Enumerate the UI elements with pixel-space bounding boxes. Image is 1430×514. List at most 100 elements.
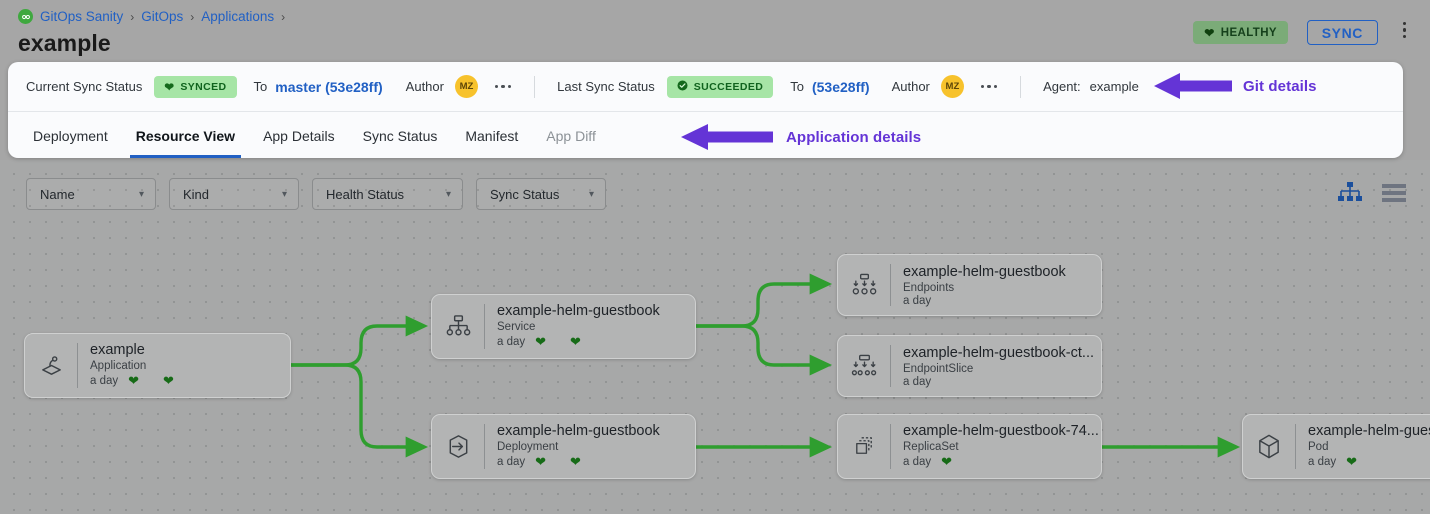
- heart-icon: ❤: [1346, 454, 1358, 469]
- divider: [890, 345, 891, 387]
- heart-icon: ❤: [164, 81, 175, 94]
- graph-node-service[interactable]: example-helm-guestbook Service a day ❤ ❤: [431, 294, 696, 359]
- tab-resource-view[interactable]: Resource View: [122, 113, 249, 158]
- agent-label: Agent:: [1043, 79, 1081, 94]
- graph-node-deployment[interactable]: example-helm-guestbook Deployment a day …: [431, 414, 696, 479]
- filter-label: Sync Status: [490, 186, 560, 202]
- current-author-label: Author: [405, 79, 444, 94]
- last-sync-status-badge-label: SUCCEEDED: [693, 80, 764, 93]
- node-age: a day: [90, 375, 119, 387]
- node-name: example-helm-guestbook: [497, 423, 660, 439]
- arrow-left-icon: [1154, 73, 1232, 99]
- sync-status-strip: Current Sync Status ❤ SYNCED To master (…: [8, 62, 1403, 112]
- chevron-down-icon: ▾: [445, 188, 451, 200]
- chevron-down-icon: ▾: [588, 188, 594, 200]
- tab-manifest[interactable]: Manifest: [451, 113, 532, 158]
- filter-name[interactable]: Name ▾: [26, 178, 156, 210]
- view-toggle-group: [1338, 182, 1406, 203]
- breadcrumb: GitOps Sanity › GitOps › Applications ›: [18, 9, 285, 24]
- filter-label: Kind: [183, 186, 210, 202]
- node-meta: a day ❤ ❤: [497, 454, 660, 470]
- divider: [484, 424, 485, 469]
- node-name: example: [90, 342, 145, 358]
- breadcrumb-item-0[interactable]: GitOps Sanity: [40, 9, 124, 24]
- service-icon: [432, 314, 484, 339]
- chevron-down-icon: ▾: [138, 188, 144, 200]
- deployment-icon: [432, 433, 484, 460]
- node-age: a day: [903, 375, 932, 388]
- node-meta: a day ❤ ❤: [90, 373, 198, 389]
- graph-node-endpoints[interactable]: example-helm-guestbook Endpoints a day: [837, 254, 1102, 316]
- breadcrumb-separator: ›: [130, 9, 135, 24]
- node-kind: ReplicaSet: [903, 441, 959, 453]
- agent-value: example: [1089, 79, 1139, 94]
- divider: [1295, 424, 1296, 469]
- endpointslice-icon: [838, 354, 890, 379]
- node-age: a day: [903, 294, 932, 307]
- graph-node-endpointslice[interactable]: example-helm-guestbook-ct... EndpointSli…: [837, 335, 1102, 397]
- node-kind: Application: [90, 360, 147, 372]
- heart-icon: ❤: [1204, 25, 1215, 40]
- sync-button[interactable]: SYNC: [1306, 20, 1378, 45]
- node-name: example-helm-guestbook-ct...: [903, 344, 1094, 361]
- graph-node-replicaset[interactable]: example-helm-guestbook-74... ReplicaSet …: [837, 414, 1102, 479]
- breadcrumb-separator: ›: [281, 9, 286, 24]
- page-title: example: [18, 30, 111, 56]
- endpoints-icon: [838, 273, 890, 298]
- more-vertical-icon[interactable]: [1402, 22, 1406, 39]
- filter-label: Health Status: [326, 186, 405, 202]
- more-horizontal-icon[interactable]: [494, 84, 512, 89]
- last-author-label: Author: [891, 79, 930, 94]
- node-age: a day: [1308, 456, 1337, 468]
- breadcrumb-item-1[interactable]: GitOps: [141, 9, 184, 24]
- tab-label: Sync Status: [362, 127, 438, 144]
- annotation-application-details: Application details: [786, 129, 922, 146]
- node-age: a day: [497, 336, 526, 348]
- pod-icon: [1243, 433, 1295, 460]
- tab-sync-status[interactable]: Sync Status: [349, 113, 452, 158]
- check-circle-icon: [677, 79, 688, 94]
- arrow-left-icon: [681, 124, 773, 150]
- current-to-label: To: [253, 79, 268, 94]
- node-meta: a day ❤: [1308, 454, 1430, 470]
- tab-label: App Diff: [546, 127, 596, 144]
- divider: [1020, 75, 1022, 98]
- last-revision-link[interactable]: (53e28ff): [811, 78, 870, 95]
- heart-icon: ❤: [570, 454, 581, 469]
- divider: [890, 424, 891, 469]
- current-sync-status-badge[interactable]: ❤ SYNCED: [154, 75, 237, 98]
- node-age: a day: [497, 456, 526, 468]
- chevron-down-icon: ▾: [281, 188, 287, 200]
- avatar[interactable]: MZ: [454, 75, 478, 98]
- filter-health-status[interactable]: Health Status ▾: [312, 178, 463, 210]
- filter-kind[interactable]: Kind ▾: [169, 178, 299, 210]
- tab-app-details[interactable]: App Details: [249, 113, 349, 158]
- heart-icon: ❤: [128, 373, 140, 388]
- more-horizontal-icon[interactable]: [980, 84, 998, 89]
- last-sync-status-badge[interactable]: SUCCEEDED: [666, 75, 774, 98]
- tab-label: Deployment: [33, 127, 108, 144]
- tab-deployment[interactable]: Deployment: [19, 113, 122, 158]
- divider: [890, 264, 891, 306]
- graph-node-application[interactable]: example Application a day ❤ ❤: [24, 333, 291, 398]
- avatar[interactable]: MZ: [940, 75, 964, 98]
- graph-node-body: example-helm-guestbook-74... ReplicaSet …: [891, 416, 1099, 477]
- status-badge-health[interactable]: ❤ HEALTHY: [1193, 21, 1288, 44]
- node-meta: a day ❤: [903, 454, 1099, 470]
- node-kind: Pod: [1308, 441, 1329, 453]
- current-sync-status-label: Current Sync Status: [26, 79, 143, 94]
- node-meta: a day: [903, 376, 1094, 388]
- heart-icon: ❤: [941, 454, 953, 469]
- tab-bar: Deployment Resource View App Details Syn…: [8, 113, 1403, 158]
- tab-app-diff[interactable]: App Diff: [532, 113, 610, 158]
- sync-button-label: SYNC: [1321, 24, 1363, 41]
- graph-node-pod[interactable]: example-helm-guest Pod a day ❤: [1242, 414, 1430, 479]
- breadcrumb-item-2[interactable]: Applications: [201, 9, 275, 24]
- page-header: GitOps Sanity › GitOps › Applications › …: [0, 0, 1430, 60]
- tree-view-icon[interactable]: [1338, 182, 1362, 203]
- graph-node-body: example-helm-guest Pod a day ❤: [1296, 416, 1430, 477]
- list-view-icon[interactable]: [1382, 183, 1406, 202]
- gitops-logo-icon: [18, 9, 33, 24]
- current-revision-link[interactable]: master (53e28ff): [275, 78, 383, 95]
- filter-sync-status[interactable]: Sync Status ▾: [476, 178, 606, 210]
